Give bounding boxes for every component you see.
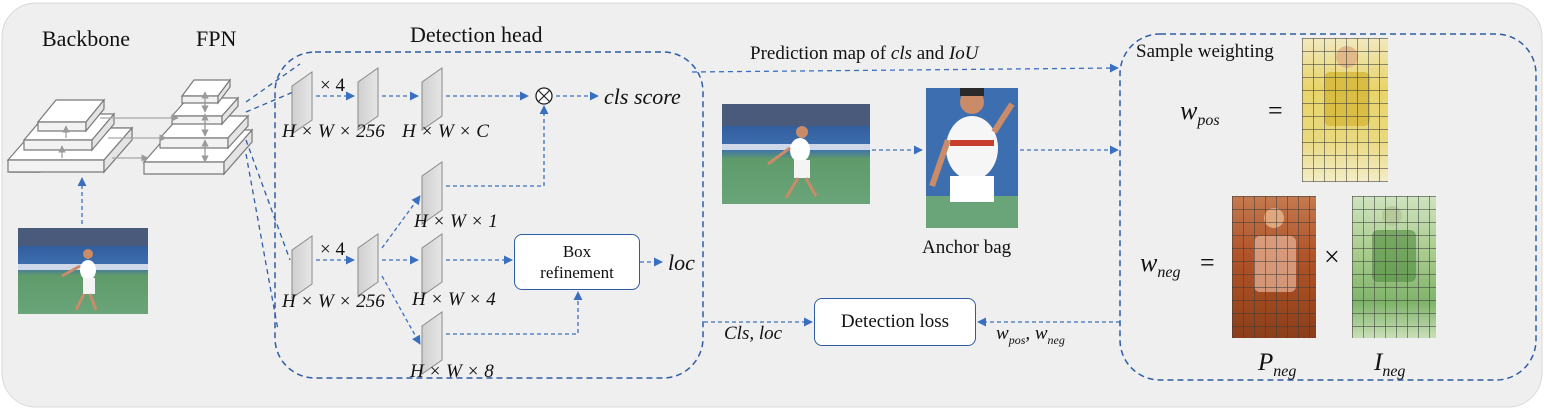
prediction-map-arrow — [691, 63, 1119, 73]
conv-block-cls — [421, 67, 443, 131]
dim-bottom-conv-label: H × W × 256 — [282, 291, 385, 312]
conv-block-8 — [421, 311, 443, 375]
sample-weighting-title: Sample weighting — [1136, 41, 1274, 62]
sample-weighting-region — [1119, 33, 1537, 381]
p-neg-label: Pneg — [1258, 349, 1297, 380]
backbone-arrows — [58, 125, 70, 158]
conv-block-top-2 — [357, 67, 379, 131]
detection-head-label: Detection head — [410, 22, 543, 47]
w-neg-eq: = — [1200, 248, 1215, 277]
conv-block-bottom-1 — [291, 235, 313, 299]
i-neg-weight-map — [1352, 196, 1436, 338]
dim-box-label: H × W × 4 — [412, 289, 496, 310]
p-neg-grid — [1232, 196, 1316, 338]
conv-block-iou — [421, 161, 443, 225]
conv-block-bottom-2 — [357, 233, 379, 297]
i-neg-label: Ineg — [1374, 349, 1406, 380]
fpn-to-head-lines — [245, 63, 301, 331]
dim-iou-label: H × W × 1 — [414, 211, 498, 232]
input-image — [18, 228, 148, 314]
conv-block-box — [421, 233, 443, 297]
iou-to-multiply-arrow — [446, 105, 549, 187]
lateral-arrows — [100, 114, 179, 162]
loc-label: loc — [668, 250, 695, 275]
box-refinement-box: Box refinement — [514, 234, 640, 290]
w-neg-label: wneg — [1140, 248, 1181, 282]
repeat-top-label: × 4 — [320, 75, 345, 96]
w-pos-weight-map — [1302, 38, 1388, 182]
weights-label: wpos, wneg — [996, 323, 1065, 347]
anchor-bag-label: Anchor bag — [922, 237, 1012, 258]
w-pos-grid — [1302, 38, 1388, 182]
dim-8-label: H × W × 8 — [410, 361, 494, 382]
backbone-label: Backbone — [42, 26, 130, 51]
bottom-arrows — [316, 195, 663, 345]
box-refinement-label: Box refinement — [540, 241, 614, 282]
fpn-label: FPN — [196, 26, 237, 51]
detection-loss-box: Detection loss — [814, 298, 976, 346]
cls-score-label: cls score — [604, 84, 681, 109]
cls-loc-label: Cls, loc — [724, 323, 783, 344]
detection-loss-label: Detection loss — [840, 311, 950, 332]
dim-cls-label: H × W × C — [402, 121, 489, 142]
prediction-map-label: Prediction map of cls and IoU — [750, 43, 979, 64]
w-pos-eq: = — [1268, 96, 1283, 125]
anchor-bag-image — [926, 88, 1018, 228]
conv-block-top-1 — [291, 71, 313, 135]
dim-top-conv-label: H × W × 256 — [282, 121, 385, 142]
detection-image — [722, 104, 870, 204]
w-pos-label: wpos — [1180, 96, 1220, 130]
times-symbol: × — [1324, 242, 1340, 273]
repeat-bottom-label: × 4 — [320, 239, 345, 260]
p-neg-weight-map — [1232, 196, 1316, 338]
detection-head-region — [274, 51, 704, 379]
i-neg-grid — [1352, 196, 1436, 338]
